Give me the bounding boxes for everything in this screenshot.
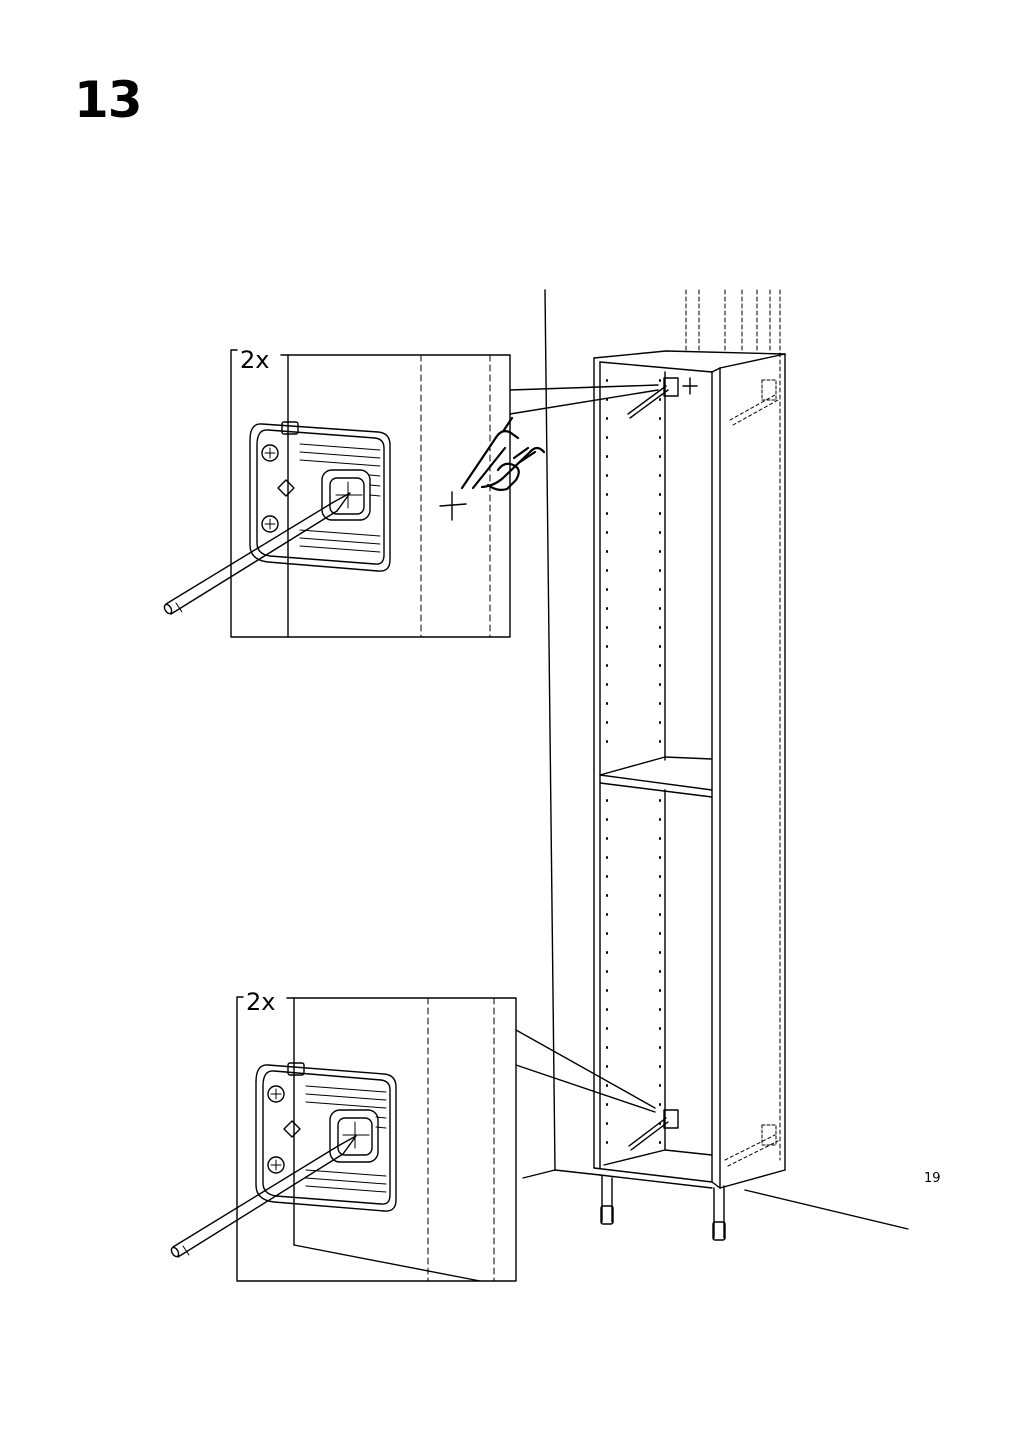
wall-stud-lines: [685, 289, 781, 1161]
cabinet: [593, 350, 786, 1241]
pencil-icon: [170, 1135, 357, 1258]
page-number: 19: [924, 1171, 941, 1186]
step-number: 13: [74, 71, 143, 129]
bottom-callout-quantity: 2x: [246, 988, 275, 1016]
hand-press-icon: [460, 416, 546, 491]
top-callout-quantity: 2x: [240, 346, 269, 374]
cabinet-top-bracket: [627, 377, 698, 419]
top-callout: [163, 349, 659, 638]
cabinet-bottom-bracket: [628, 1109, 679, 1151]
pencil-icon: [163, 492, 351, 615]
crosshair-mark-icon: [439, 491, 467, 521]
wall-corner: [522, 289, 909, 1230]
bottom-callout: [170, 996, 656, 1282]
